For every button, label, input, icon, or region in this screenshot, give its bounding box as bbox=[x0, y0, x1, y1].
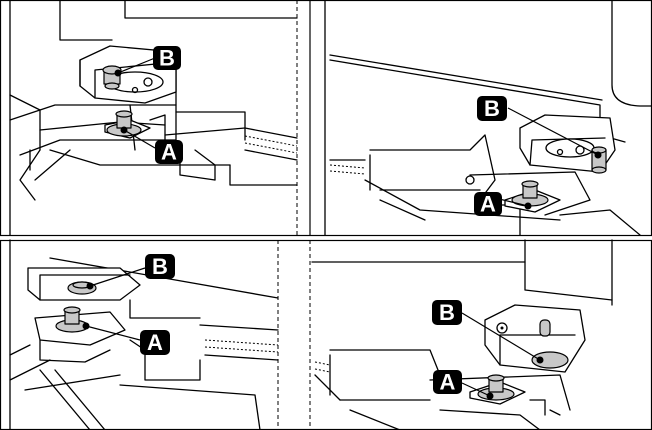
callout-b-bottom-right: B bbox=[432, 300, 462, 325]
callout-a-top-left-label: A bbox=[161, 140, 177, 165]
callout-a-bottom-left-label: A bbox=[147, 330, 163, 355]
callout-a-bottom-left: A bbox=[140, 330, 170, 355]
callout-b-bottom-left: B bbox=[145, 254, 175, 279]
callout-a-top-left: A bbox=[155, 140, 183, 165]
callout-b-top-right: B bbox=[477, 96, 507, 121]
bracket-b-bottom-right bbox=[484, 304, 586, 373]
callout-b-bottom-left-label: B bbox=[152, 254, 168, 279]
callout-b-top-left-label: B bbox=[159, 46, 175, 71]
callout-b-top-left: B bbox=[153, 46, 181, 71]
bracket-b-bottom-left bbox=[27, 267, 141, 301]
callout-a-bottom-right-label: A bbox=[440, 370, 456, 395]
callout-b-bottom-right-label: B bbox=[439, 300, 455, 325]
callout-b-top-right-label: B bbox=[484, 96, 500, 121]
panel-top-right bbox=[324, 0, 652, 236]
callout-a-top-right: A bbox=[474, 192, 502, 217]
leader-lines bbox=[82, 57, 602, 400]
foot-a-top-right bbox=[504, 180, 561, 213]
foot-a-bottom-left bbox=[34, 306, 126, 363]
bracket-b-top-right bbox=[519, 114, 616, 174]
bracket-b-top-left bbox=[79, 45, 177, 104]
panel-bottom-left bbox=[9, 239, 279, 430]
panel-top-left bbox=[9, 0, 298, 236]
callout-a-top-right-label: A bbox=[480, 192, 496, 217]
callout-a-bottom-right: A bbox=[433, 370, 462, 395]
